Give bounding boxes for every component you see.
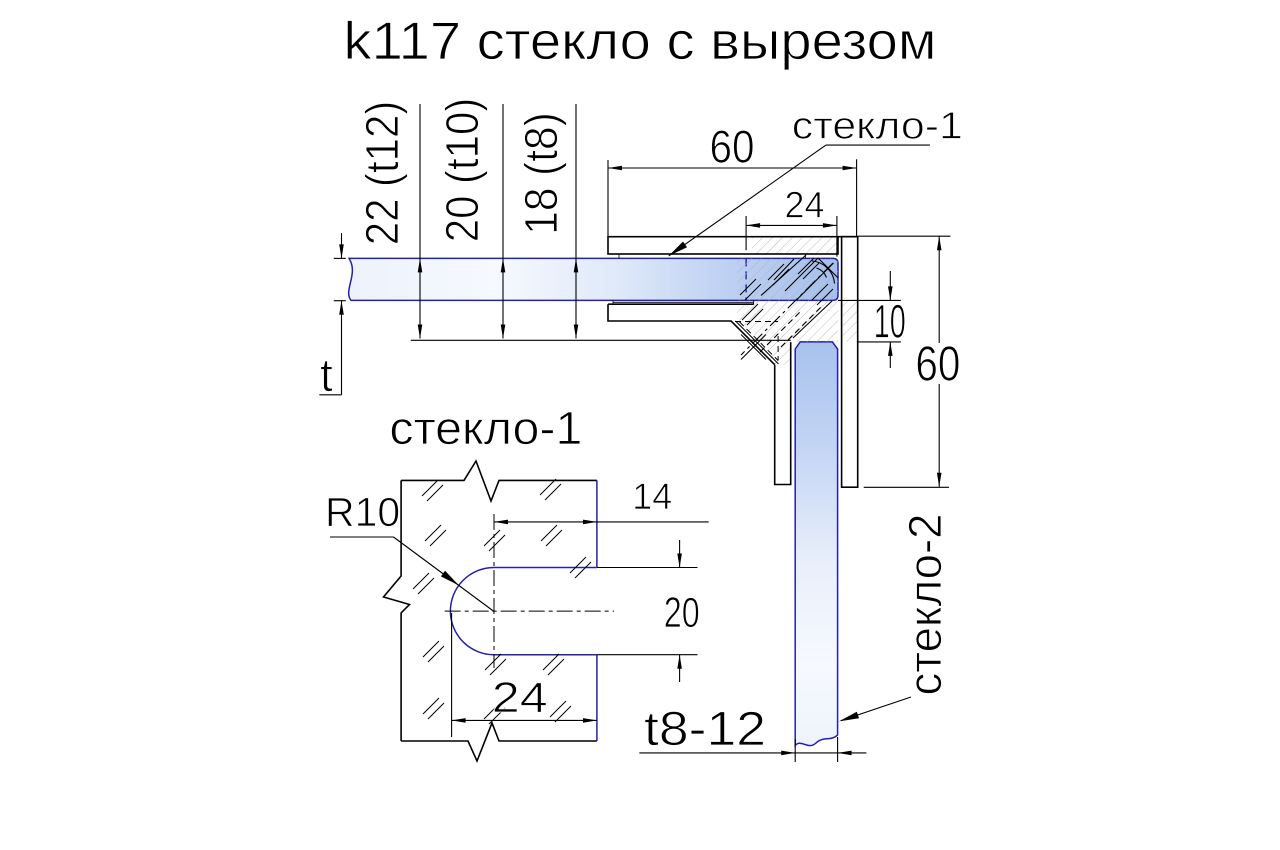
svg-text:t8-12: t8-12 — [644, 703, 766, 756]
svg-text:24: 24 — [492, 674, 548, 722]
svg-text:t: t — [320, 349, 333, 401]
svg-text:60: 60 — [710, 121, 755, 173]
svg-text:20 (t10): 20 (t10) — [436, 98, 488, 243]
svg-text:k117 стекло с вырезом: k117 стекло с вырезом — [344, 12, 937, 71]
svg-text:60: 60 — [915, 338, 960, 392]
svg-text:22 (t12): 22 (t12) — [356, 101, 408, 246]
svg-text:10: 10 — [874, 295, 906, 348]
svg-text:стекло-1: стекло-1 — [389, 402, 582, 454]
svg-text:R10: R10 — [325, 489, 400, 535]
svg-text:20: 20 — [664, 589, 700, 637]
svg-text:14: 14 — [632, 476, 672, 517]
svg-text:стекло-1: стекло-1 — [792, 105, 963, 147]
svg-text:18 (t8): 18 (t8) — [515, 112, 567, 234]
svg-text:стекло-2: стекло-2 — [899, 514, 951, 696]
svg-text:24: 24 — [785, 185, 825, 226]
